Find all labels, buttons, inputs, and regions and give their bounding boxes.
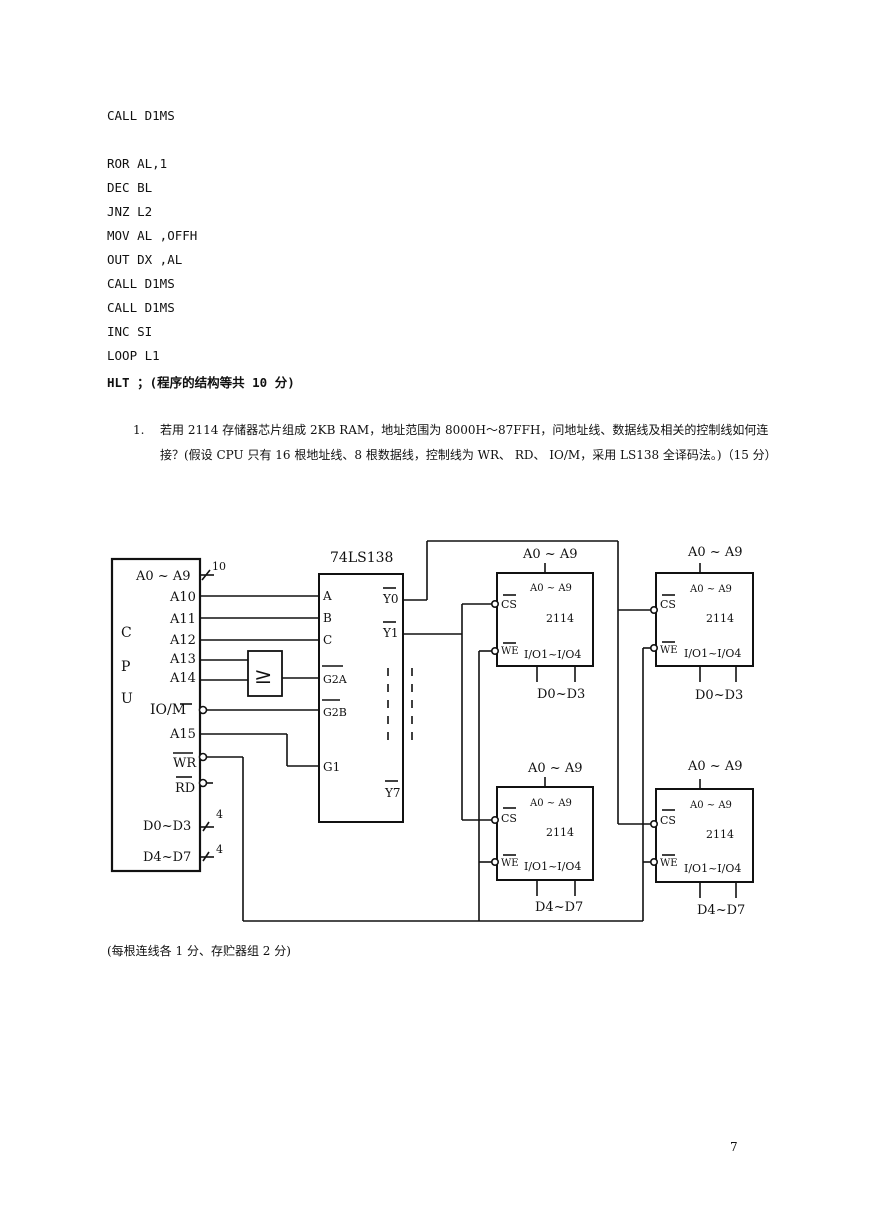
chip-name: 2114 xyxy=(706,612,734,625)
cpu-pin-a0-a9: A0 ~ A9 xyxy=(135,569,190,584)
chip-inner-address: A0 ~ A9 xyxy=(529,798,572,809)
code-line: INC SI xyxy=(107,324,153,339)
chip-io-label: I/O1~I/O4 xyxy=(524,860,581,873)
or-gate-symbol: ≥ xyxy=(254,664,272,689)
decoder-output-y7: Y7 xyxy=(384,786,401,800)
chip-cs-label: CS xyxy=(501,598,517,611)
chip-io-label: I/O1~I/O4 xyxy=(684,862,741,875)
code-line: MOV AL ,OFFH xyxy=(107,228,198,243)
chip-name: 2114 xyxy=(706,828,734,841)
cpu-pin-d4-d7: D4~D7 xyxy=(143,850,191,865)
chip-name: 2114 xyxy=(546,612,574,625)
cpu-pin-a11: A11 xyxy=(169,612,196,627)
code-line: JNZ L2 xyxy=(107,204,153,219)
chip-cs-label: CS xyxy=(501,812,517,825)
chip-data-label: D4~D7 xyxy=(697,903,745,918)
chip-address-label: A0 ~ A9 xyxy=(687,759,742,774)
chip-inner-address: A0 ~ A9 xyxy=(689,584,732,595)
cpu-pin-io-m: IO/M xyxy=(150,702,186,718)
cpu-pin-a10: A10 xyxy=(169,590,196,605)
chip-data-label: D4~D7 xyxy=(535,900,583,915)
cpu-pin-wr: WR xyxy=(173,756,197,771)
chip-we-label: WE xyxy=(660,645,678,656)
hlt-line: HLT ；(程序的结构等共 10 分) xyxy=(107,375,295,390)
code-line: ROR AL,1 xyxy=(107,156,168,171)
cpu-label-p: P xyxy=(121,659,130,675)
chip-we-label: WE xyxy=(501,858,519,869)
chip-cs-label: CS xyxy=(660,814,676,827)
page-number: 7 xyxy=(730,1140,738,1154)
chip-inner-address: A0 ~ A9 xyxy=(689,800,732,811)
decoder-title: 74LS138 xyxy=(330,550,393,566)
chip-we-label: WE xyxy=(501,646,519,657)
chip-cs-label: CS xyxy=(660,598,676,611)
decoder-input-g2a: G2A xyxy=(323,673,348,686)
cpu-pin-a13: A13 xyxy=(169,652,196,667)
chip-io-label: I/O1~I/O4 xyxy=(524,648,581,661)
code-line: CALL D1MS xyxy=(107,108,175,123)
cpu-pin-d0-d3: D0~D3 xyxy=(143,819,191,834)
question-number: 1. xyxy=(133,423,145,437)
chip-io-label: I/O1~I/O4 xyxy=(684,647,741,660)
cpu-pin-a15: A15 xyxy=(169,727,196,742)
chip-address-label: A0 ~ A9 xyxy=(687,545,742,560)
chip-name: 2114 xyxy=(546,826,574,839)
chip-address-label: A0 ~ A9 xyxy=(522,547,577,562)
decoder-input-b: B xyxy=(323,611,332,625)
decoder-input-c: C xyxy=(323,633,332,647)
bus-width-data-low: 4 xyxy=(216,808,223,821)
decoder-input-a: A xyxy=(322,589,332,603)
code-line: CALL D1MS xyxy=(107,300,175,315)
bus-width-data-high: 4 xyxy=(216,843,223,856)
cpu-label-c: C xyxy=(121,625,132,641)
code-line: CALL D1MS xyxy=(107,276,175,291)
chip-data-label: D0~D3 xyxy=(537,687,585,702)
cpu-pin-rd: RD xyxy=(175,781,195,796)
decoder-input-g1: G1 xyxy=(323,760,340,774)
chip-data-label: D0~D3 xyxy=(695,688,743,703)
scoring-note: (每根连线各 1 分、存贮器组 2 分) xyxy=(107,944,291,958)
code-line: OUT DX ,AL xyxy=(107,252,183,267)
cpu-label-u: U xyxy=(121,691,133,707)
cpu-pin-a14: A14 xyxy=(169,671,196,686)
question-1: 1. 若用 2114 存储器芯片组成 2KB RAM，地址范围为 8000H～8… xyxy=(133,418,777,468)
decoder-output-y1: Y1 xyxy=(382,626,399,640)
chip-address-label: A0 ~ A9 xyxy=(527,761,582,776)
bus-width-address: 10 xyxy=(212,560,226,573)
decoder-output-y0: Y0 xyxy=(382,592,399,606)
chip-we-label: WE xyxy=(660,858,678,869)
question-text: 若用 2114 存储器芯片组成 2KB RAM，地址范围为 8000H～87FF… xyxy=(160,423,777,462)
code-line: LOOP L1 xyxy=(107,348,160,363)
decoder-input-g2b: G2B xyxy=(323,706,347,719)
cpu-pin-a12: A12 xyxy=(169,633,196,648)
chip-inner-address: A0 ~ A9 xyxy=(529,583,572,594)
code-line: DEC BL xyxy=(107,180,153,195)
